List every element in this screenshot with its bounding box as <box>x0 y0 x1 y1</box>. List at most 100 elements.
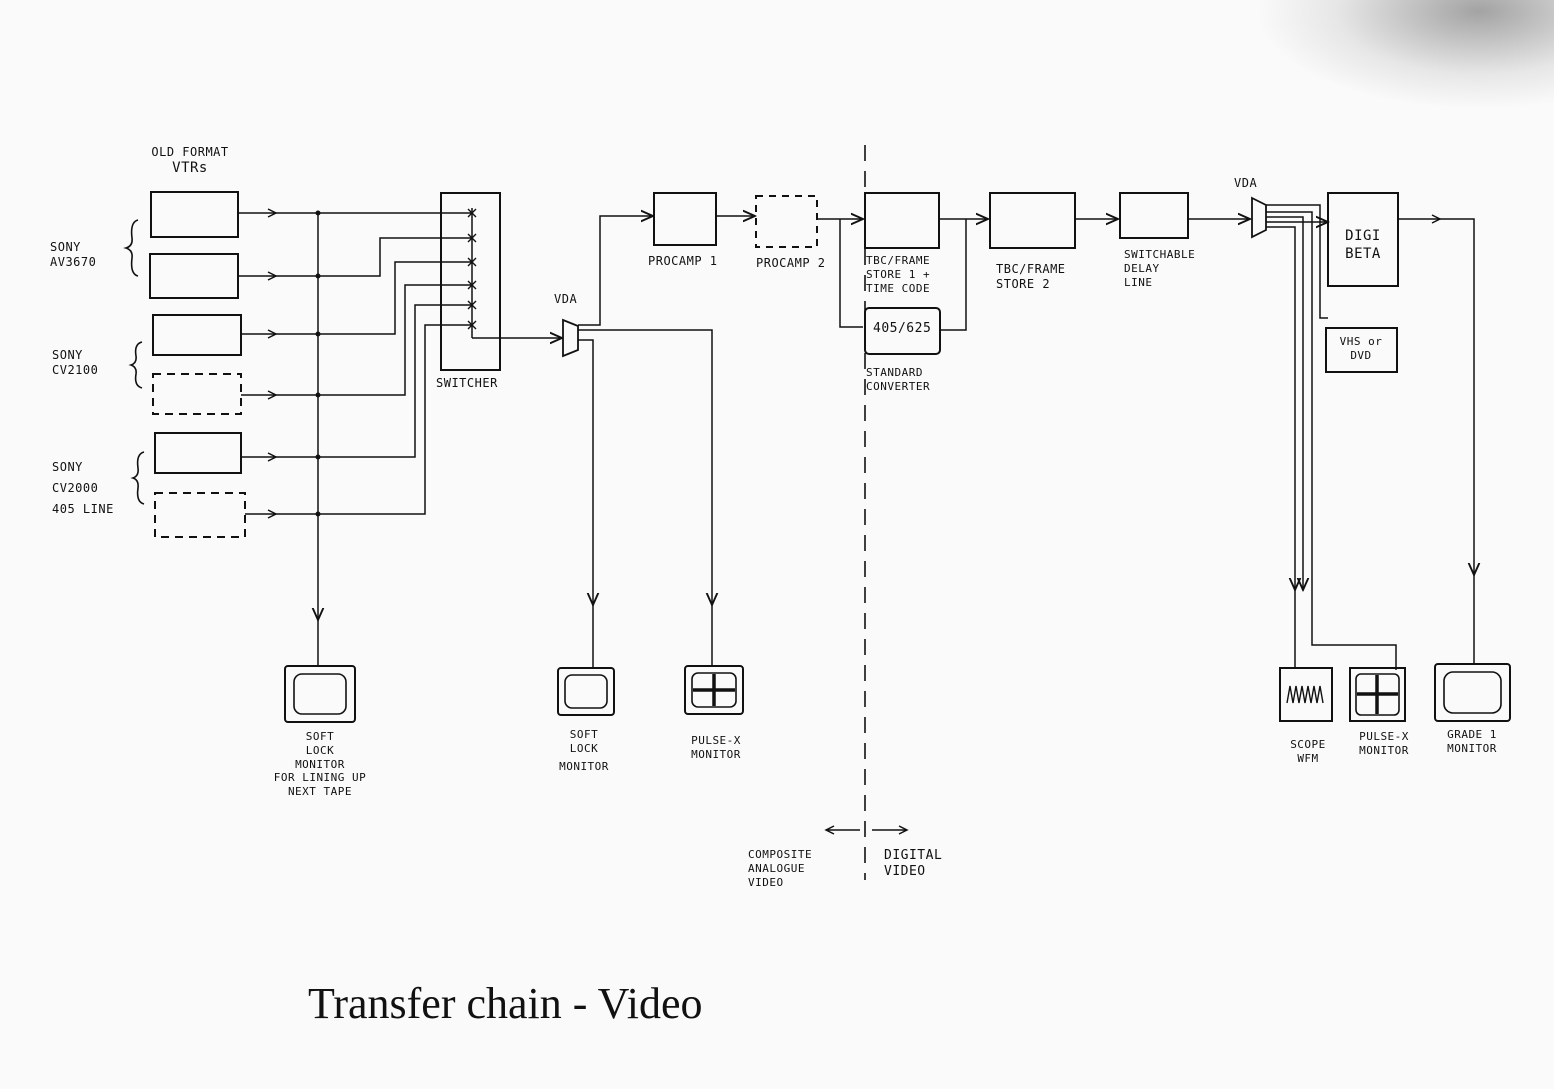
label-line: BETA <box>1345 245 1381 262</box>
standards-converter-box <box>864 307 941 355</box>
switcher-box <box>440 192 501 371</box>
converter-out <box>940 219 967 331</box>
delay-line-label: SWITCHABLE DELAY LINE <box>1124 248 1195 289</box>
pulse-x-monitor-1 <box>684 665 744 715</box>
label-line: MONITOR <box>559 759 609 773</box>
label-line: SOFT <box>569 728 599 741</box>
digibeta-box <box>1327 192 1399 287</box>
label-line: VHS or <box>1339 335 1383 348</box>
procamp-2-to-converter <box>839 219 863 328</box>
label-line: SOFT <box>305 730 335 743</box>
label-line: DIGI <box>1345 228 1381 244</box>
label-line: VIDEO <box>884 864 926 880</box>
tbc-1-label: TBC/FRAME STORE 1 + TIME CODE <box>866 254 930 295</box>
bus-taps <box>315 210 321 517</box>
label-line: STANDARD <box>866 366 923 379</box>
vda-2 <box>1251 196 1267 239</box>
label-line: SONY <box>52 460 83 474</box>
label-line: CV2100 <box>52 363 99 377</box>
pulse-x-monitor-2 <box>1349 667 1406 722</box>
label-line: DIGITAL <box>884 848 943 863</box>
brace-av3670 <box>123 219 139 277</box>
label-sony-cv2000: SONY CV2000 405 LINE <box>52 460 114 517</box>
label-line: MONITOR <box>1359 743 1409 757</box>
tbc-1-box <box>864 192 940 249</box>
tbc-2-box <box>989 192 1076 249</box>
grade-monitor-label: GRADE 1 MONITOR <box>1447 728 1497 756</box>
vhs-dvd-text: VHS or DVD <box>1340 335 1383 363</box>
label-line: TBC/FRAME <box>996 262 1066 276</box>
label-line: CV2000 <box>52 481 99 495</box>
tbc-2-label: TBC/FRAME STORE 2 <box>996 262 1066 292</box>
label-line: SWITCHABLE <box>1124 248 1196 261</box>
page-title: Transfer chain - Video <box>308 979 703 1028</box>
vtr-arrowheads <box>267 208 278 519</box>
delay-line-box <box>1119 192 1189 239</box>
vtrs-header-line-1: OLD FORMAT <box>151 145 229 159</box>
label-sony-av3670: SONY AV3670 <box>50 240 96 270</box>
scope-wfm-monitor <box>1279 667 1333 722</box>
digibeta-text: DIGI BETA <box>1345 228 1381 263</box>
label-line: SCOPE <box>1290 738 1326 751</box>
label-line: PULSE-X <box>1359 730 1409 743</box>
standards-converter-text: 405/625 <box>873 321 932 336</box>
vda-2-outputs <box>1266 204 1397 670</box>
label-line: MONITOR <box>295 757 345 771</box>
label-line: TIME CODE <box>866 281 931 295</box>
soft-lock-monitor-label: SOFT LOCK MONITOR <box>559 728 609 773</box>
scope-label: SCOPE WFM <box>1290 738 1326 766</box>
label-line: SONY <box>50 240 81 254</box>
vtrs-header-line-2: VTRs <box>172 160 208 176</box>
lineup-monitor-label: SOFT LOCK MONITOR FOR LINING UP NEXT TAP… <box>274 730 367 799</box>
label-line: STORE 2 <box>996 277 1051 291</box>
vtr-cv2000-1 <box>154 432 242 474</box>
vtr-output-lines <box>238 212 472 515</box>
label-line: SONY <box>52 348 83 362</box>
label-line: PULSE-X <box>691 734 741 747</box>
label-line: LOCK <box>305 743 335 757</box>
vtr-cv2000-2 <box>154 492 246 538</box>
digibeta-out-arrow <box>1431 214 1442 224</box>
label-line: CONVERTER <box>866 379 931 393</box>
brace-cv2100 <box>128 341 143 389</box>
vtr-av3670-1 <box>150 191 239 238</box>
vda-1 <box>562 318 579 358</box>
label-line: STORE 1 + <box>866 267 931 281</box>
label-line: COMPOSITE <box>748 848 813 861</box>
label-line: LINE <box>1124 275 1153 289</box>
vda-2-label: VDA <box>1234 176 1258 190</box>
digital-domain-label: DIGITAL VIDEO <box>884 848 942 881</box>
analogue-domain-label: COMPOSITE ANALOGUE VIDEO <box>748 848 812 889</box>
analogue-arrow <box>824 825 860 835</box>
label-line: NEXT TAPE <box>287 785 353 798</box>
procamp-1-box <box>653 192 717 246</box>
pulse-x-2-label: PULSE-X MONITOR <box>1359 730 1409 758</box>
digibeta-out <box>1398 218 1474 575</box>
label-line: DVD <box>1350 348 1372 362</box>
vda-1-label: VDA <box>554 292 578 306</box>
procamp-2-box <box>755 195 818 248</box>
vtr-av3670-2 <box>149 253 239 299</box>
pulse-x-1-label: PULSE-X MONITOR <box>691 734 741 762</box>
label-sony-cv2100: SONY CV2100 <box>52 348 98 378</box>
digital-arrow <box>872 825 909 835</box>
label-line: ANALOGUE <box>748 861 805 875</box>
label-line: DELAY <box>1124 261 1160 275</box>
label-line: GRADE 1 <box>1447 728 1497 741</box>
label-line: MONITOR <box>1447 741 1497 755</box>
vtr-cv2100-2 <box>152 373 242 415</box>
procamp-2-label: PROCAMP 2 <box>756 256 826 270</box>
vtrs-header: OLD FORMAT VTRs <box>151 145 228 178</box>
scan-smudge <box>1254 0 1554 110</box>
label-line: MONITOR <box>691 747 741 761</box>
standards-converter-label: STANDARD CONVERTER <box>866 366 930 394</box>
label-line: TBC/FRAME <box>866 254 931 267</box>
vda-1-outputs <box>578 216 712 605</box>
label-line: WFM <box>1297 751 1319 765</box>
grade-monitor <box>1434 663 1511 722</box>
label-line: AV3670 <box>50 255 97 269</box>
vtr-cv2100-1 <box>152 314 242 356</box>
label-line: 405 LINE <box>52 502 114 516</box>
vhs-dvd-box <box>1325 327 1398 373</box>
